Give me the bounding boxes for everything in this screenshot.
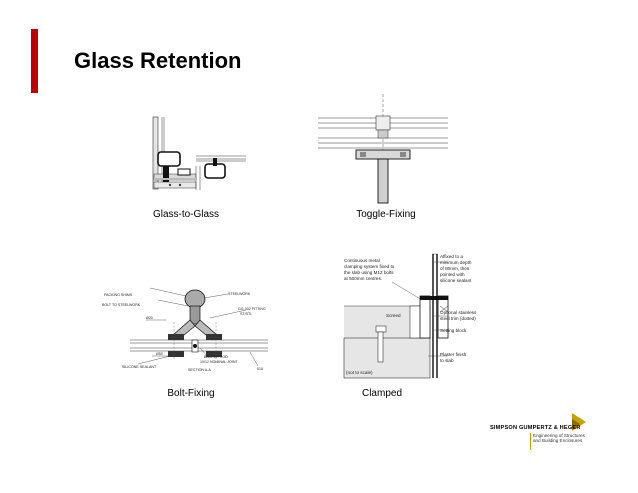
clamped-note-right-5: silicone sealant [440, 278, 472, 283]
clamped-note-plaster-1: Plaster finish [440, 352, 467, 357]
clamped-note-right-1: Affixed to a [440, 254, 463, 259]
slide-title: Glass Retention [74, 48, 242, 73]
clamped-note-right-3: of 80mm, then [440, 266, 470, 271]
label-dim-bottom: Ø50 [156, 352, 163, 356]
toggle-fixing-drawing [318, 94, 448, 204]
logo-tagline-line-1: Engineering of Structures [533, 433, 585, 438]
clamped-note-left-4: at 500mm centres. [344, 276, 382, 281]
clamped-note-right-4: pointed with [440, 272, 465, 277]
label-backer-rod: BACKER ROD [204, 355, 228, 359]
logo-tagline: Engineering of Structures and Building E… [533, 433, 585, 444]
logo-triangle-icon [572, 413, 586, 431]
clamped-drawing: Continuous metal clamping system fixed t… [343, 253, 477, 379]
clamped-label-scale: (not to scale) [346, 370, 373, 375]
clamped-note-trim-2: steel trim (dotted) [440, 316, 476, 321]
title-accent-bar [31, 29, 38, 93]
logo-company-name: SIMPSON GUMPERTZ & HEGER [490, 425, 581, 431]
clamped-label-setting-block: Setting block [440, 328, 467, 333]
label-joint: 10/12 NOMINAL JOINT [200, 360, 238, 364]
label-igu: IGU [257, 367, 264, 371]
clamped-label-screed: Screed [386, 313, 401, 318]
clamped-note-left-2: clamping system fixed to [344, 264, 395, 269]
toggle-fixing-caption: Toggle-Fixing [356, 209, 416, 220]
label-bolt-to-steelwork: BOLT TO STEELWORK [102, 303, 141, 307]
clamped-caption: Clamped [361, 388, 403, 399]
clamped-note-left-1: Continuous metal [344, 258, 380, 263]
label-fitting-material: ST/STL [240, 312, 252, 316]
clamped-note-right-2: minimum depth [440, 260, 472, 265]
label-steelwork: STEELWORK [228, 292, 251, 296]
label-packing-shims: PACKING SHIMS [104, 293, 133, 297]
glass-to-glass-drawing [150, 114, 250, 194]
logo-tagline-line-2: and Building Enclosures [533, 438, 583, 444]
clamped-note-plaster-2: to slab [440, 358, 454, 363]
label-silicone-sealant: SILICONE SEALANT [122, 365, 157, 369]
glass-to-glass-caption: Glass-to-Glass [152, 209, 220, 220]
label-dim-left: Ø20 [146, 316, 153, 320]
bolt-fixing-caption: Bolt-Fixing [167, 388, 215, 399]
company-logo: SIMPSON GUMPERTZ & HEGER Engineering of … [466, 411, 606, 456]
clamped-note-trim-1: Optional stainless [440, 310, 477, 315]
label-fitting: GG-302 FITTING [238, 307, 266, 311]
clamped-note-left-3: the slab using M12 bolts [344, 270, 394, 275]
bolt-fixing-drawing: PACKING SHIMS BOLT TO STEELWORK STEELWOR… [102, 287, 268, 372]
label-section: SECTION A-A [188, 368, 211, 372]
logo-divider [530, 433, 531, 450]
